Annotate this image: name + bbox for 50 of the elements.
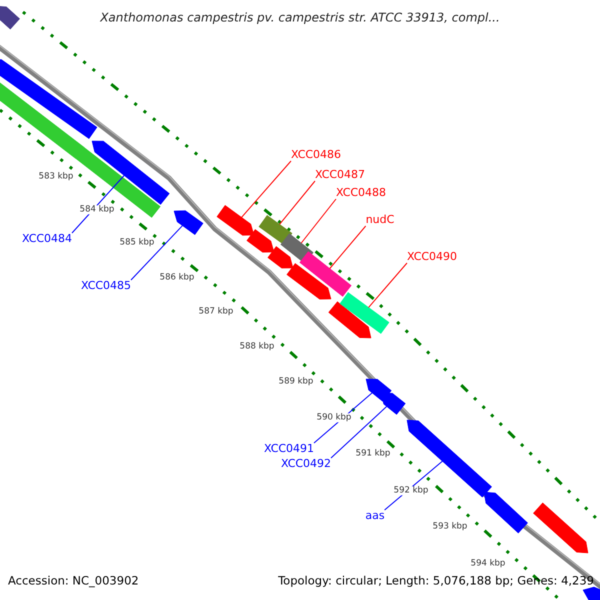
leader-line (329, 226, 366, 269)
gene-block (0, 59, 98, 139)
gene-label: XCC0486 (290, 148, 342, 162)
scale-label: 585 kbp (118, 238, 156, 248)
title: Xanthomonas campestris pv. campestris str. ATCC 33913, compl... (100, 11, 500, 25)
scale-label: 583 kbp (38, 172, 74, 182)
scale-label: 588 kbp (238, 342, 276, 352)
scale-label: 590 kbp (316, 413, 352, 423)
gene-block (268, 246, 294, 268)
gene-block (0, 6, 20, 30)
gene-block (216, 205, 254, 236)
scale-label: 591 kbp (354, 449, 392, 459)
gene-label: aas (365, 510, 385, 522)
scale-label: 587 kbp (198, 307, 234, 317)
leader-line (241, 160, 292, 218)
leader-line (279, 180, 316, 225)
scale-label: 593 kbp (432, 522, 468, 532)
gene-block (299, 251, 352, 297)
scale-label: 584 kbp (78, 205, 116, 215)
leader-line (130, 225, 183, 280)
scale-label: 586 kbp (158, 273, 196, 283)
genome-summary: Topology: circular; Length: 5,076,188 bp; Genes: 4,239 (278, 574, 594, 588)
gene-block (340, 292, 390, 334)
gene-block (75, 147, 161, 218)
gene-block (582, 586, 600, 600)
leader-line (368, 262, 408, 308)
gene-block (246, 229, 274, 253)
scale-label: 589 kbp (278, 377, 314, 387)
gene-block (533, 502, 588, 554)
leader-line (330, 406, 388, 458)
gene-block (92, 140, 170, 205)
gene-block (380, 392, 406, 415)
gene-block (174, 210, 204, 235)
gene-label: XCC0485 (80, 280, 132, 292)
gene-block (258, 215, 292, 245)
gene-label: XCC0488 (336, 186, 386, 200)
gene-label: XCC0487 (314, 168, 366, 182)
leader-line (72, 175, 125, 234)
leader-line (300, 198, 336, 244)
gene-label: XCC0484 (22, 232, 72, 246)
gene-block (328, 301, 372, 338)
gene-label: XCC0492 (280, 458, 332, 470)
accession-text: Accession: NC_003902 (8, 574, 139, 588)
gene-block (286, 263, 332, 300)
gene-label: XCC0491 (264, 442, 314, 456)
scale-label: 594 kbp (470, 559, 506, 569)
gene-label: nudC (366, 214, 394, 226)
gene-label: XCC0490 (406, 250, 458, 264)
gene-block (484, 492, 528, 534)
scale-label: 592 kbp (392, 486, 430, 496)
